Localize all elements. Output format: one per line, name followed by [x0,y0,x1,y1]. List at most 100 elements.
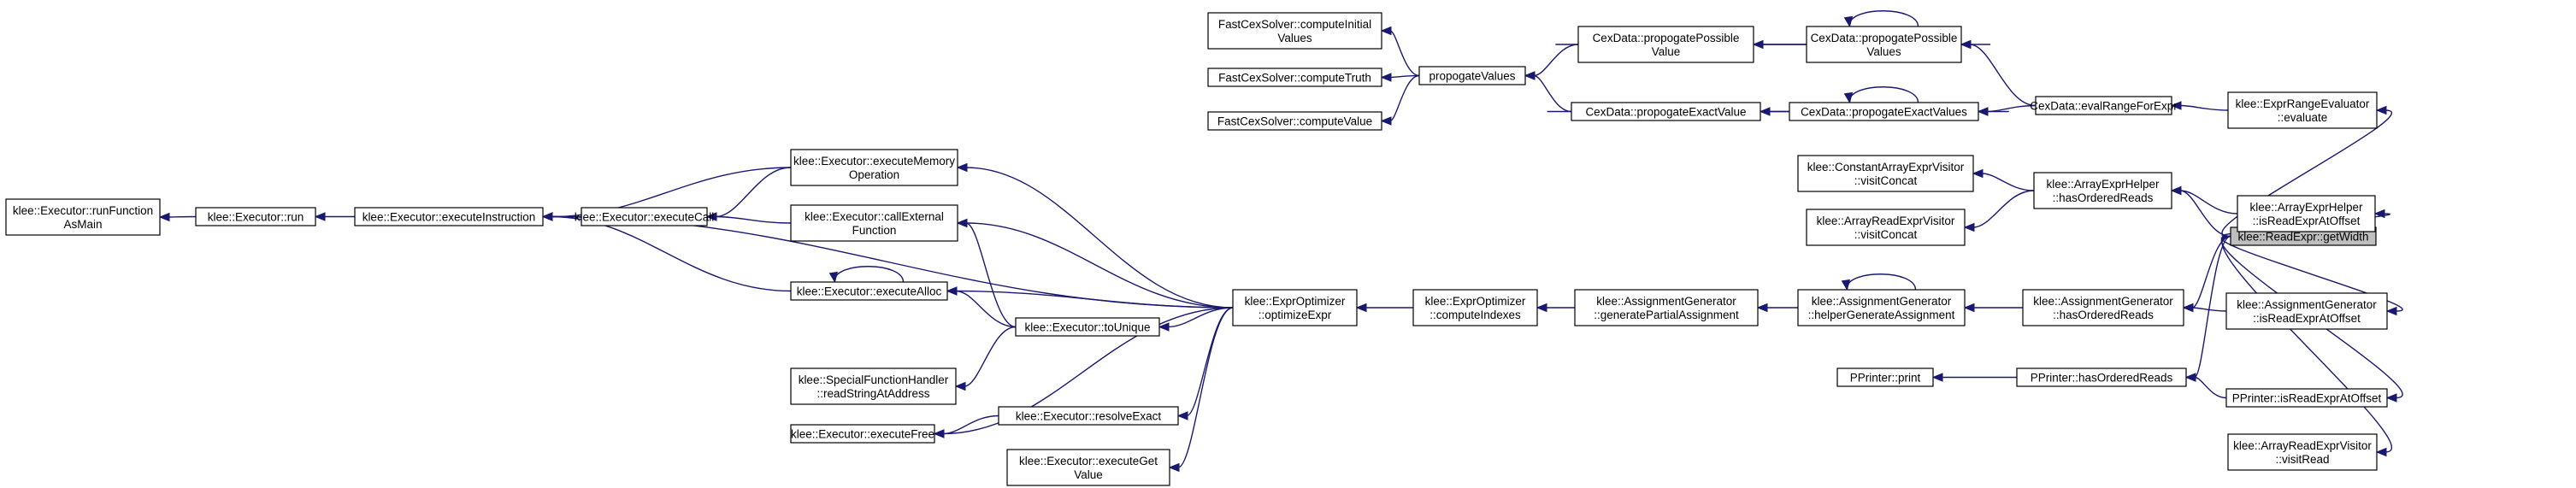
arrowhead [1843,91,1854,104]
edge-aehIsReadExprAtOffset-to-aehHasOrderedReads [2170,185,2238,215]
node-label: Value [1652,45,1681,58]
node-box [790,424,935,444]
edge-line [1846,273,1917,291]
edge-line [1848,10,1919,27]
node-box [2016,367,2187,387]
edge-toUnique-to-executeAlloc [946,286,1017,328]
node-box [790,204,958,242]
arrowhead [956,218,968,228]
edge-propogateValues-to-fcsComputeInitialValues [1380,26,1420,77]
node-ppIsReadExprAtOffset[interactable]: PPrinter::isReadExprAtOffset [2225,388,2388,408]
node-label: Values [1277,32,1312,44]
node-label: Value [1074,468,1103,481]
node-label: klee::Executor::run [208,211,304,224]
node-helperGenerateAssignment[interactable]: klee::AssignmentGenerator::helperGenerat… [1797,289,1966,326]
edge-getWidth-to-rangeEvaluate [2221,105,2393,238]
node-label: klee::ExprOptimizer [1425,295,1526,308]
node-ppPrint[interactable]: PPrinter::print [1836,367,1934,387]
arrowhead [1963,222,1975,232]
node-rangeEvaluate[interactable]: klee::ExprRangeEvaluator::evaluate [2227,91,2378,129]
node-executeCall[interactable]: klee::Executor::executeCall [575,207,715,226]
node-label: AsMain [63,218,102,231]
node-box [790,281,948,301]
node-box [1806,209,1966,246]
node-label: CexData::propogateExactValue [1585,106,1746,119]
edge-optimizeExpr-to-callExternalFunction [956,218,1234,309]
arrowhead [1841,279,1851,291]
edge-line [715,167,792,218]
arrowhead [1524,71,1536,80]
node-cdPropogateExactValues[interactable]: CexData::propogateExactValues [1789,102,1979,121]
node-label: klee::Executor::executeGet [1019,455,1158,467]
edge-line [2221,235,2393,453]
node-label: klee::ConstantArrayExprVisitor [1807,161,1965,173]
arrowhead [2375,105,2387,115]
node-cdEvalRangeForExpr[interactable]: CexData::evalRangeForExpr [2030,96,2178,115]
node-areVisitConcat[interactable]: klee::ArrayReadExprVisitor::visitConcat [1806,209,1966,246]
node-readStringAtAddress[interactable]: klee::SpecialFunctionHandler::readString… [790,367,957,405]
node-ppHasOrderedReads[interactable]: PPrinter::hasOrderedReads [2016,367,2187,387]
node-toUnique[interactable]: klee::Executor::toUnique [1015,317,1160,337]
edge-ppHasOrderedReads-to-ppPrint [1931,373,2017,382]
node-run[interactable]: klee::Executor::run [195,207,316,226]
node-caeVisitConcat[interactable]: klee::ConstantArrayExprVisitor::visitCon… [1797,155,1974,192]
node-box [790,149,958,186]
node-optimizeExpr[interactable]: klee::ExprOptimizer::optimizeExpr [1232,289,1358,326]
edge-optimizeExpr-to-executeAlloc [946,286,1234,309]
node-executeInstruction[interactable]: klee::Executor::executeInstruction [354,207,544,226]
node-cdPropogateExactValue[interactable]: CexData::propogateExactValue [1571,102,1761,121]
arrowhead [1355,303,1367,313]
node-label: ::hasOrderedReads [2053,191,2154,204]
node-label: klee::SpecialFunctionHandler [799,373,949,386]
node-fcsComputeTruth[interactable]: FastCexSolver::computeTruth [1207,68,1382,87]
node-label: Function [852,224,897,237]
node-computeIndexes[interactable]: klee::ExprOptimizer::computeIndexes [1412,289,1538,326]
node-label: ::visitConcat [1854,228,1918,241]
arrowhead [314,212,326,221]
node-label: PPrinter::isReadExprAtOffset [2232,392,2382,405]
edge-line [1389,30,1420,77]
arrowhead [1931,373,1943,382]
node-areVisitRead[interactable]: klee::ArrayReadExprVisitor::visitRead [2227,433,2378,471]
node-box [195,207,316,226]
node-label: klee::ExprRangeEvaluator [2236,97,2370,110]
node-box [2227,433,2378,471]
node-aehHasOrderedReads[interactable]: klee::ArrayExprHelper::hasOrderedReads [2033,172,2172,209]
node-resolveExact[interactable]: klee::Executor::resolveExact [998,406,1179,426]
node-aehIsReadExprAtOffset[interactable]: klee::ArrayExprHelper::isReadExprAtOffse… [2237,195,2376,232]
node-label: klee::ExprOptimizer [1245,295,1346,308]
node-label: klee::AssignmentGenerator [1596,295,1736,308]
node-generatePartialAssignment[interactable]: klee::AssignmentGenerator::generateParti… [1574,289,1759,326]
edge-line [1186,307,1234,417]
edge-toUnique-to-callExternalFunction [956,218,1017,328]
edge-cdEvalRangeForExpr-to-cdPropogatePossibleValues [1960,39,2037,107]
edge-line [955,290,1017,328]
node-agIsReadExprAtOffset[interactable]: klee::AssignmentGenerator::isReadExprAtO… [2225,292,2388,330]
node-fcsComputeValue[interactable]: FastCexSolver::computeValue [1207,111,1382,131]
node-label: ::helperGenerateAssignment [1808,309,1955,321]
edge-line [1972,190,2035,228]
node-box [1418,66,1526,85]
node-label: klee::Executor::callExternal [805,210,944,223]
node-agHasOrderedReads[interactable]: klee::AssignmentGenerator::hasOrderedRea… [2022,289,2184,326]
node-label: klee::Executor::executeMemory [793,155,955,168]
node-propogateValues[interactable]: propogateValues [1418,66,1526,85]
edge-optimizeExpr-to-executeGetValue [1168,307,1234,473]
edge-toUnique-to-readStringAtAddress [954,326,1017,391]
edge-optimizeExpr-to-resolveExact [1176,307,1234,420]
edge-cdPropogateExactValue-to-cdPropogateExactValues [1547,107,2009,116]
node-label: ::readStringAtAddress [816,387,929,400]
node-label: klee::ArrayExprHelper [2249,201,2363,214]
edge-line [2179,190,2238,215]
node-executeAlloc[interactable]: klee::Executor::executeAlloc [790,281,948,301]
edge-aehHasOrderedReads-to-areVisitConcat [1963,190,2035,232]
node-executeFree[interactable]: klee::Executor::executeFree [790,424,935,444]
